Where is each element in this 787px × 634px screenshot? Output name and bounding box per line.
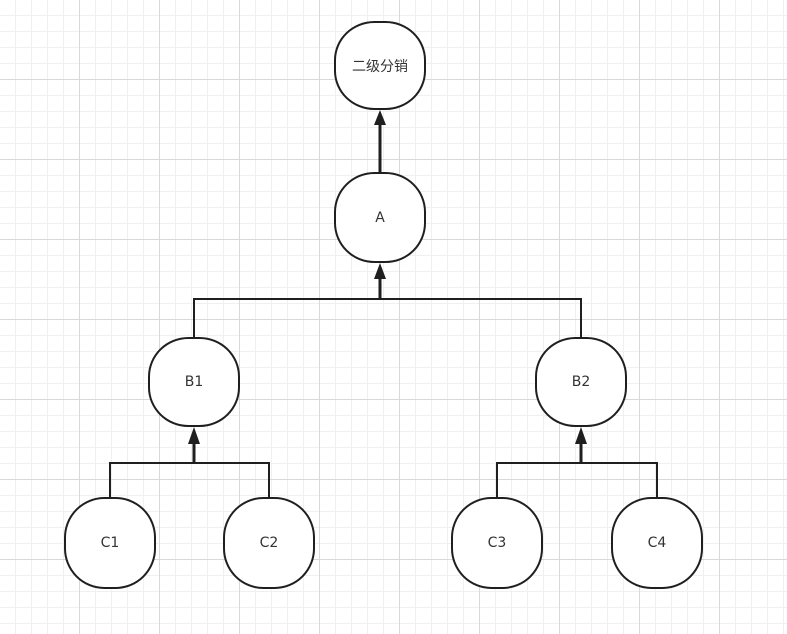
arrowhead-b1 [188, 427, 200, 444]
edge-b1-to-a [193, 298, 380, 338]
node-c1[interactable]: C1 [64, 497, 156, 589]
edge-c3-to-b2 [496, 462, 581, 498]
node-b2-label: B2 [571, 374, 591, 390]
node-c2[interactable]: C2 [223, 497, 315, 589]
node-b1[interactable]: B1 [148, 337, 240, 427]
arrowhead-root [374, 110, 386, 125]
node-root[interactable]: 二级分销 [334, 21, 426, 110]
node-a[interactable]: A [334, 172, 426, 263]
arrowhead-a [374, 263, 386, 279]
node-a-label: A [375, 209, 385, 226]
node-c1-label: C1 [100, 535, 120, 551]
edge-c4-to-b2 [581, 462, 658, 498]
node-c2-label: C2 [259, 535, 279, 551]
node-c3-label: C3 [487, 535, 507, 551]
node-root-label: 二级分销 [352, 58, 408, 75]
arrowhead-b2 [575, 427, 587, 444]
edge-b2-to-a [380, 298, 582, 338]
edge-c2-to-b1 [194, 462, 270, 498]
node-b2[interactable]: B2 [535, 337, 627, 427]
edge-c1-to-b1 [109, 462, 194, 498]
node-c4-label: C4 [647, 535, 667, 551]
node-b1-label: B1 [184, 374, 204, 390]
node-c3[interactable]: C3 [451, 497, 543, 589]
node-c4[interactable]: C4 [611, 497, 703, 589]
